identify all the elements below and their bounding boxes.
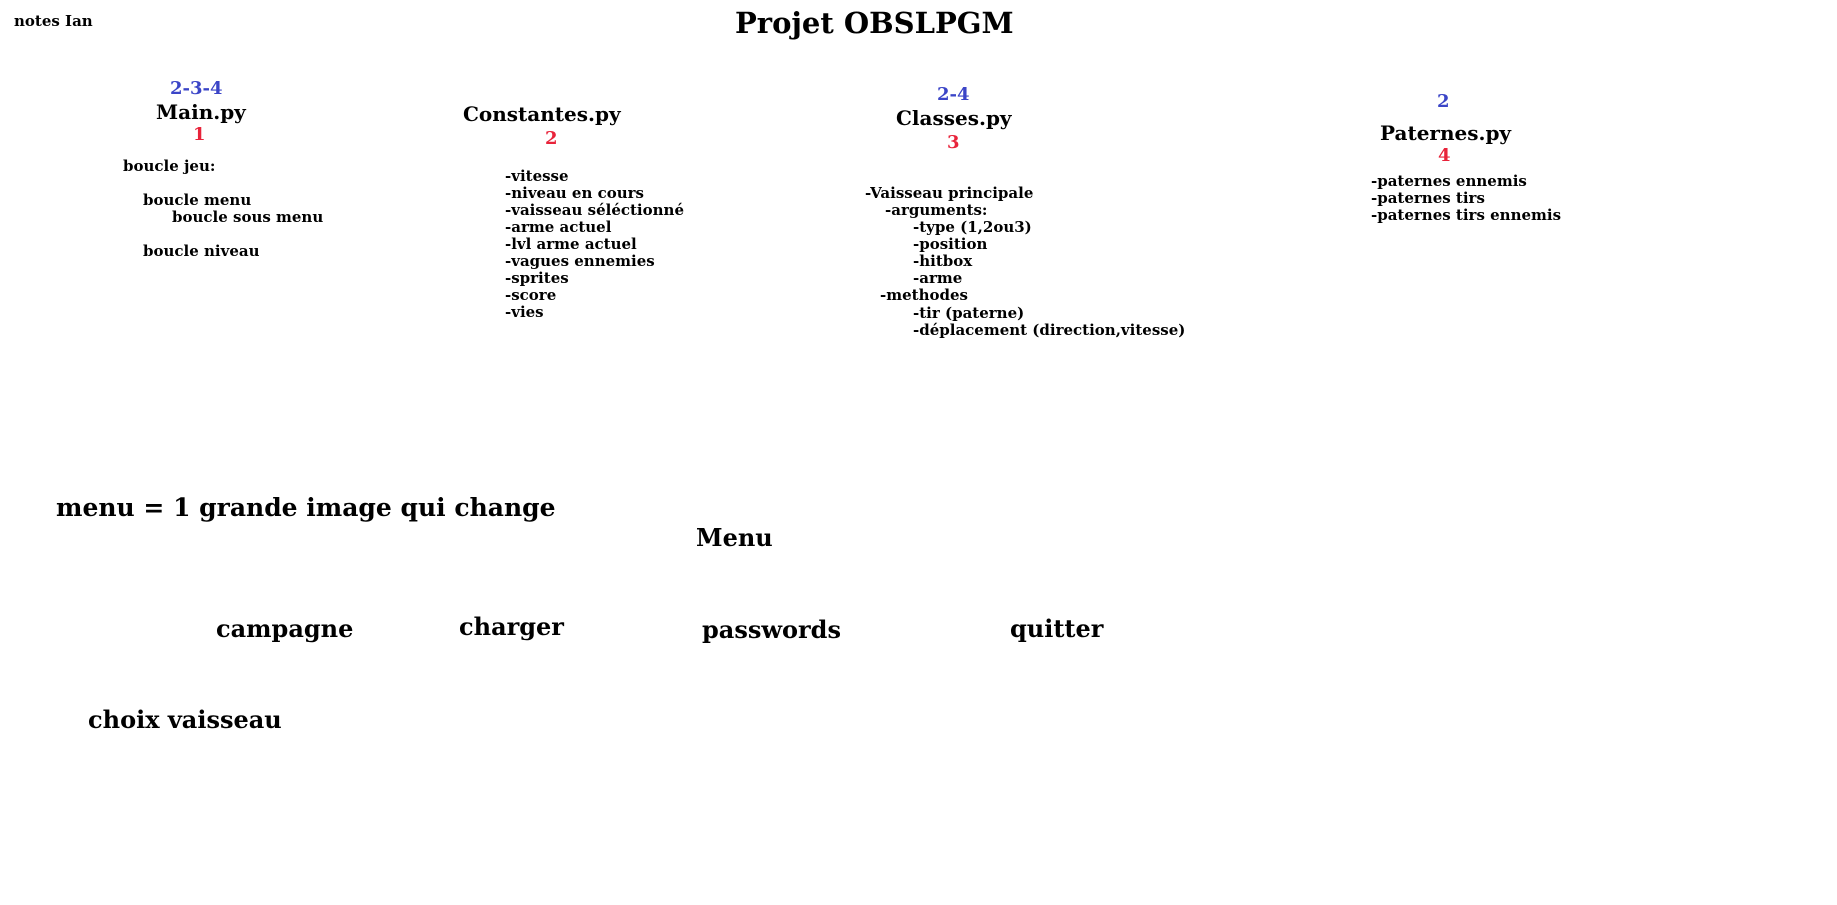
constantes-item: -vitesse bbox=[505, 167, 569, 185]
classes-item-position: -position bbox=[913, 235, 988, 253]
constantes-item: -vaisseau séléctionné bbox=[505, 201, 684, 219]
classes-item-type: -type (1,2ou3) bbox=[913, 218, 1032, 236]
menu-quitter: quitter bbox=[1010, 614, 1104, 643]
module-main-deps: 2-3-4 bbox=[170, 78, 223, 99]
classes-item-move: -déplacement (direction,vitesse) bbox=[913, 321, 1186, 339]
author-note: notes Ian bbox=[14, 12, 93, 30]
page-title: Projet OBSLPGM bbox=[735, 6, 1014, 40]
module-constantes-filename: Constantes.py bbox=[463, 102, 621, 126]
module-constantes-number: 2 bbox=[545, 128, 558, 149]
constantes-item: -vagues ennemies bbox=[505, 252, 655, 270]
main-item-level-loop: boucle niveau bbox=[143, 242, 260, 260]
module-paternes-filename: Paternes.py bbox=[1380, 121, 1512, 145]
classes-item-shoot: -tir (paterne) bbox=[913, 304, 1025, 322]
menu-passwords: passwords bbox=[702, 615, 841, 644]
ship-choice-note: choix vaisseau bbox=[88, 705, 282, 734]
main-item-game-loop: boucle jeu: bbox=[123, 157, 216, 175]
classes-item-weapon: -arme bbox=[913, 269, 963, 287]
module-classes-filename: Classes.py bbox=[896, 106, 1012, 130]
constantes-item: -niveau en cours bbox=[505, 184, 644, 202]
module-main-number: 1 bbox=[193, 124, 206, 145]
menu-campagne: campagne bbox=[216, 614, 354, 643]
module-classes-deps: 2-4 bbox=[937, 84, 970, 105]
main-item-menu-loop: boucle menu bbox=[143, 191, 252, 209]
constantes-item: -lvl arme actuel bbox=[505, 235, 637, 253]
paternes-list: -paternes ennemis -paternes tirs -patern… bbox=[1371, 173, 1561, 224]
menu-note: menu = 1 grande image qui change bbox=[56, 493, 556, 522]
constantes-item: -score bbox=[505, 286, 557, 304]
module-classes-number: 3 bbox=[947, 132, 960, 153]
constantes-item: -sprites bbox=[505, 269, 569, 287]
constantes-item: -arme actuel bbox=[505, 218, 612, 236]
menu-charger: charger bbox=[459, 612, 564, 641]
paternes-item: -paternes tirs bbox=[1371, 189, 1485, 207]
constantes-list: -vitesse -niveau en cours -vaisseau sélé… bbox=[505, 168, 684, 321]
constantes-item: -vies bbox=[505, 303, 544, 321]
paternes-item: -paternes tirs ennemis bbox=[1371, 206, 1562, 224]
classes-item-arguments: -arguments: bbox=[885, 201, 988, 219]
paternes-item: -paternes ennemis bbox=[1371, 172, 1527, 190]
classes-item-hitbox: -hitbox bbox=[913, 252, 973, 270]
module-paternes-deps: 2 bbox=[1437, 91, 1450, 112]
module-paternes-number: 4 bbox=[1438, 145, 1451, 166]
module-main-filename: Main.py bbox=[156, 100, 246, 124]
classes-item-methods: -methodes bbox=[880, 286, 968, 304]
menu-title: Menu bbox=[696, 523, 773, 552]
classes-item-main-ship: -Vaisseau principale bbox=[865, 184, 1034, 202]
main-item-submenu-loop: boucle sous menu bbox=[172, 208, 324, 226]
